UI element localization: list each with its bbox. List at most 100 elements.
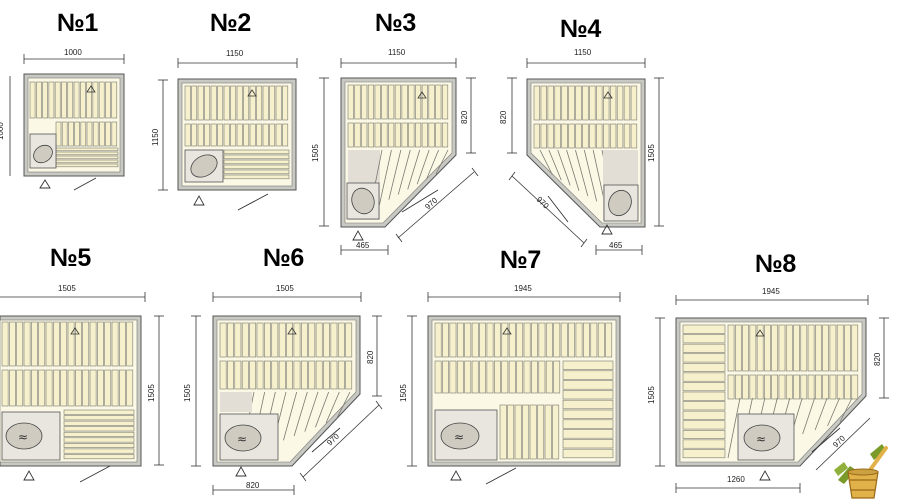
bench-slat	[479, 360, 486, 394]
bench-slat	[547, 85, 554, 121]
bench-slat	[815, 324, 822, 372]
bench-slat	[742, 324, 749, 372]
bench-slat	[256, 85, 263, 121]
svg-text:≈: ≈	[756, 432, 766, 446]
bench-slat	[557, 149, 571, 186]
bench-slat	[9, 369, 16, 407]
bench-slat	[486, 360, 494, 394]
bench-slat	[562, 380, 614, 390]
bench-slat	[827, 397, 840, 427]
plan-label-8: №8	[755, 250, 796, 278]
height-value: 1000	[0, 122, 5, 140]
bench-slat	[682, 420, 726, 430]
bench-slat	[97, 369, 104, 407]
bench-slat	[286, 322, 293, 358]
door-marker-icon	[601, 224, 613, 235]
bench-slat	[727, 397, 741, 459]
bench-slat	[67, 81, 74, 119]
stove-dimension: 465	[340, 241, 389, 255]
lower-step	[223, 149, 290, 180]
bench-slat	[807, 324, 815, 372]
side-dimension: 820	[499, 77, 517, 154]
bench-slat	[300, 360, 308, 390]
bench-slat	[374, 122, 381, 148]
bench-slat	[63, 437, 135, 443]
bench-slat	[590, 322, 598, 358]
bench-slat	[104, 321, 112, 367]
door-marker-icon	[450, 470, 462, 481]
bench-slat	[630, 123, 638, 149]
upper-bench	[219, 322, 353, 358]
bench-slat	[479, 322, 487, 358]
bench-slat	[111, 121, 118, 147]
bench-slat	[381, 84, 388, 120]
bench-slat	[223, 159, 290, 165]
bench-slat	[682, 429, 726, 439]
bench-slat	[223, 149, 290, 155]
bench-slat	[31, 369, 38, 407]
middle-bench	[1, 369, 134, 407]
bench-slat	[603, 123, 610, 149]
middle-bench	[219, 360, 353, 390]
bench-slat	[82, 321, 90, 367]
bench-slat	[589, 85, 596, 121]
width-value: 1945	[514, 284, 532, 293]
door-marker-icon	[235, 466, 247, 477]
width-dimension: 1945	[675, 287, 869, 305]
bench-slat	[545, 360, 553, 394]
bench-slat	[75, 369, 82, 407]
bench-slat	[82, 369, 90, 407]
upper-bench	[727, 324, 859, 372]
bench-slat	[734, 324, 742, 372]
bench-slat	[80, 121, 87, 147]
stove-value: 1260	[727, 475, 745, 484]
bench-slat	[256, 322, 264, 358]
bench-slat	[682, 343, 726, 353]
bench-slat	[197, 85, 204, 121]
stove	[346, 182, 380, 220]
plan-label-2: №2	[210, 9, 251, 37]
bench-slat	[325, 391, 340, 423]
bench-slat	[435, 122, 442, 148]
bench-slat	[421, 84, 428, 120]
stove-value: 465	[609, 241, 623, 250]
stove: ≈	[434, 409, 498, 461]
bench-slat	[508, 360, 516, 394]
side-dimension: 820	[873, 317, 889, 399]
bench-slat	[388, 122, 395, 148]
bench-slat	[552, 404, 560, 460]
bench-slat	[361, 84, 368, 120]
stove-dimension: 465	[595, 241, 643, 255]
bench-slat	[119, 369, 126, 407]
stove	[184, 149, 224, 183]
bench-slat	[45, 369, 53, 407]
bench-slat	[48, 81, 55, 119]
bench-slat	[323, 322, 330, 358]
bench-slat	[575, 123, 582, 149]
bench-slat	[219, 322, 227, 358]
bench-slat	[236, 85, 243, 121]
width-dimension: 1150	[340, 48, 457, 68]
bench-slat	[844, 374, 851, 400]
bench-slat	[514, 404, 522, 460]
bench-slat	[785, 324, 793, 372]
side-dimension: 820	[460, 77, 476, 154]
bench-slat	[278, 360, 286, 390]
bench-slat	[243, 85, 250, 121]
stove: ≈	[219, 413, 279, 461]
sauna-plan-4: 1150 1505 820 970 465	[499, 48, 664, 255]
bench-slat	[523, 322, 531, 358]
sauna-plan-6: 1505 1505 820 ≈ 970 820	[183, 284, 383, 495]
side-dimension: 820	[366, 315, 382, 397]
door-marker-icon	[352, 230, 364, 241]
bench-slat	[361, 122, 368, 148]
bench-slat	[426, 149, 439, 180]
bench-slat	[562, 439, 614, 449]
upper-bench	[1, 321, 134, 367]
door-marker-icon	[193, 195, 205, 206]
bench-slat	[749, 324, 757, 372]
door	[547, 195, 569, 223]
bench-slat	[53, 369, 60, 407]
lamp-icon	[247, 89, 257, 97]
sauna-plan-7: 1945 1505 ≈	[399, 284, 621, 485]
